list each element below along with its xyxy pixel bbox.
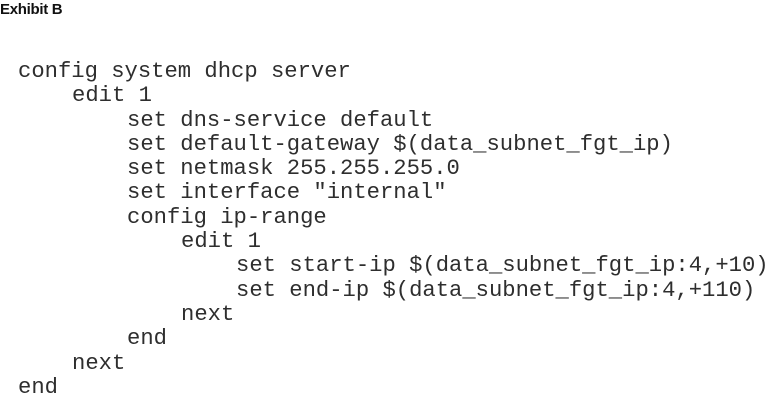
config-code-block: config system dhcp server edit 1 set dns… [18, 59, 767, 400]
code-line: config system dhcp server [18, 59, 351, 84]
code-line: edit 1 [72, 83, 152, 109]
code-line: set start-ip $(data_subnet_fgt_ip:4,+10) [236, 253, 767, 279]
code-line: set netmask 255.255.255.0 [127, 156, 460, 182]
code-line: set end-ip $(data_subnet_fgt_ip:4,+110) [236, 277, 756, 303]
code-line: next [181, 301, 235, 327]
code-line: config ip-range [127, 204, 327, 230]
code-line: edit 1 [181, 229, 261, 255]
code-line: set interface "internal" [127, 180, 447, 206]
code-line: end [127, 326, 167, 352]
code-line: set default-gateway $(data_subnet_fgt_ip… [127, 131, 673, 157]
code-line: set dns-service default [127, 107, 434, 133]
code-line: next [72, 350, 126, 376]
exhibit-title: Exhibit B [0, 1, 63, 18]
code-line: end [18, 374, 58, 400]
